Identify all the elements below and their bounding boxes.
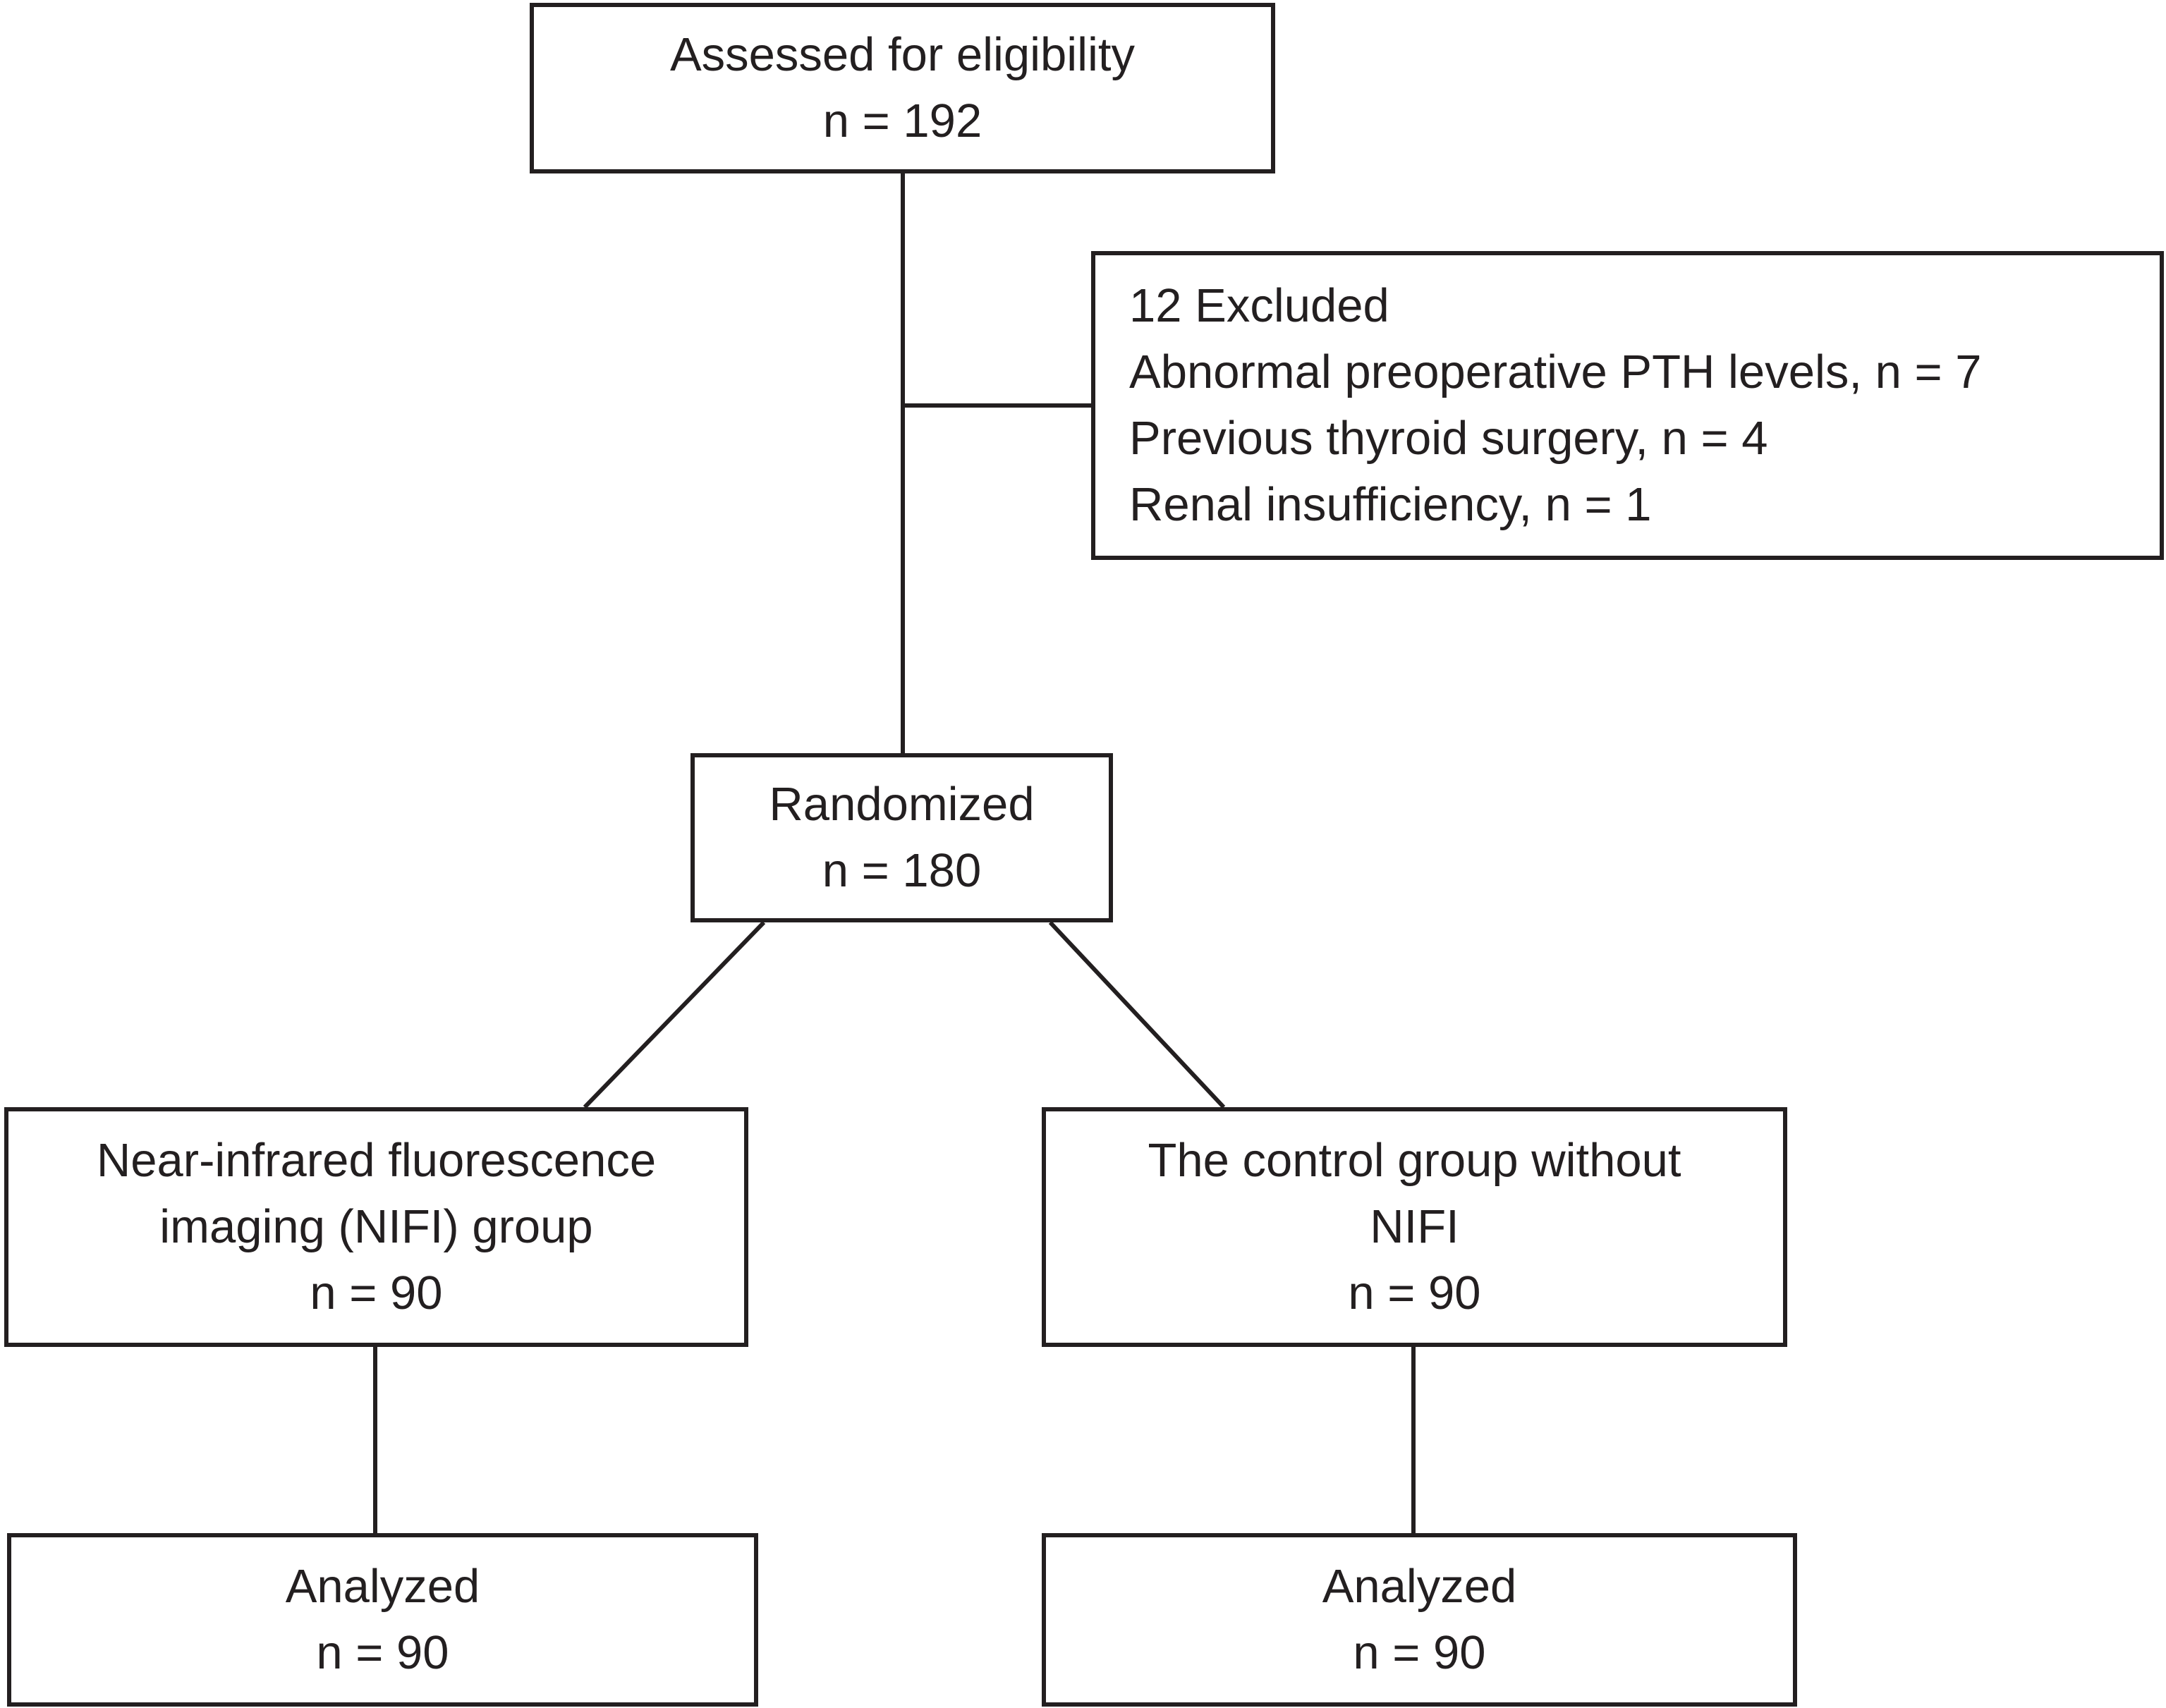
nifi-group-count: n = 90: [310, 1267, 443, 1319]
randomized-count: n = 180: [822, 844, 982, 897]
assessed-title: Assessed for eligibility: [669, 28, 1136, 81]
analyzed-control-title: Analyzed: [1322, 1560, 1517, 1613]
nifi-group-title-line-2: imaging (NIFI) group: [159, 1200, 593, 1253]
nifi-group-title-line-1: Near-infrared fluorescence: [96, 1134, 657, 1187]
analyzed-nifi-box: Analyzed n = 90: [7, 1533, 758, 1707]
excluded-reason-pth: Abnormal preoperative PTH levels, n = 7: [1129, 346, 1982, 398]
analyzed-control-count: n = 90: [1353, 1626, 1486, 1679]
excluded-reason-thyroid-surgery: Previous thyroid surgery, n = 4: [1129, 412, 1768, 465]
control-group-title-line-2: NIFI: [1370, 1200, 1459, 1253]
control-group-title-line-1: The control group without: [1148, 1134, 1681, 1187]
randomized-title: Randomized: [769, 778, 1035, 831]
control-group-count: n = 90: [1348, 1267, 1481, 1319]
excluded-title: 12 Excluded: [1129, 279, 1389, 332]
excluded-reason-renal: Renal insufficiency, n = 1: [1129, 478, 1652, 531]
assessed-for-eligibility-box: Assessed for eligibility n = 192: [530, 3, 1275, 173]
nifi-group-box: Near-infrared fluorescence imaging (NIFI…: [4, 1107, 748, 1347]
connector-randomized-to-nifi: [583, 920, 766, 1109]
excluded-box: 12 Excluded Abnormal preoperative PTH le…: [1091, 251, 2164, 560]
control-group-box: The control group without NIFI n = 90: [1042, 1107, 1787, 1347]
randomized-box: Randomized n = 180: [690, 753, 1113, 922]
assessed-count: n = 192: [822, 94, 982, 147]
analyzed-nifi-title: Analyzed: [285, 1560, 480, 1613]
analyzed-control-box: Analyzed n = 90: [1042, 1533, 1797, 1707]
connector-randomized-to-control: [1048, 920, 1226, 1109]
analyzed-nifi-count: n = 90: [316, 1626, 449, 1679]
